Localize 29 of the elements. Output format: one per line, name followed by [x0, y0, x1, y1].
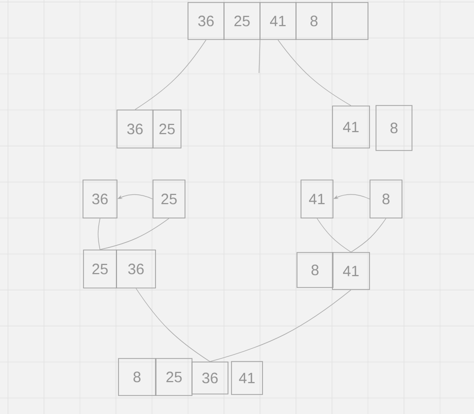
number-cell: 41 [300, 180, 334, 218]
connector-line [100, 218, 170, 250]
number-cell: 25 [224, 2, 260, 40]
connector-line [278, 40, 352, 106]
connector-line [210, 290, 352, 362]
number-cell: 36 [116, 110, 154, 148]
empty-cell [332, 2, 368, 40]
connector-line [136, 288, 210, 362]
connector-line [134, 40, 206, 110]
number-cell: 25 [156, 358, 192, 396]
number-cell: 36 [116, 250, 156, 288]
number-cell: 8 [118, 358, 156, 396]
number-cell: 41 [260, 2, 296, 40]
number-cell: 25 [152, 110, 182, 148]
number-cell: 36 [82, 180, 118, 218]
number-cell: 25 [83, 250, 117, 288]
number-cell: 36 [188, 2, 224, 40]
number-cell: 36 [192, 362, 228, 394]
number-cell: 41 [332, 252, 370, 290]
number-cell: 8 [296, 2, 332, 40]
number-cell: 41 [231, 361, 263, 395]
number-cell: 8 [296, 252, 334, 288]
number-cell: 8 [376, 105, 412, 151]
connector-line [98, 218, 100, 250]
connector-line [350, 218, 386, 252]
number-cell: 41 [332, 106, 370, 148]
number-cell: 25 [152, 180, 186, 218]
number-cell: 8 [370, 180, 402, 218]
connector-line [316, 218, 352, 252]
